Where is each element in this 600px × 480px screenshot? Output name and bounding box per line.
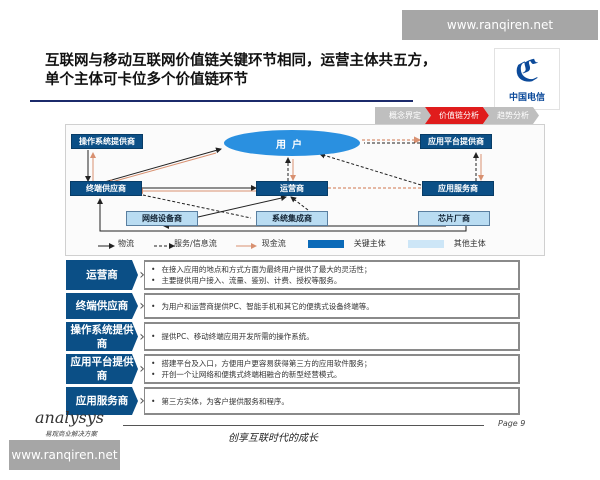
table-row: 运营商 › 在接入应用的地点和方式方面为最终用户提供了最大的灵活性； 主要提供用… <box>66 260 520 290</box>
china-telecom-logo: ℭ 中国电信 <box>494 48 560 110</box>
title-line-2: 单个主体可卡位多个价值链环节 <box>45 72 248 88</box>
diagram-legend: 物流 服务/信息流 现金流 关键主体 其他主体 <box>96 238 508 249</box>
watermark-top: www.ranqiren.net <box>402 10 598 40</box>
tab-concept[interactable]: 概念界定 <box>375 107 431 124</box>
row-content: 搭建平台及入口，方便用户更容易获得第三方的应用软件服务； 开创一个让网络和便携式… <box>144 354 520 384</box>
node-chip-maker: 芯片厂商 <box>418 211 490 226</box>
legend-logistics: 物流 <box>118 239 134 248</box>
node-app-platform: 应用平台提供商 <box>420 134 492 149</box>
telecom-logo-icon: ℭ <box>514 53 540 89</box>
node-network-equipment: 网络设备商 <box>126 211 198 226</box>
row-content: 为用户和运营商提供PC、智能手机和其它的便携式设备终端等。 <box>144 293 520 319</box>
row-label: 终端供应商 <box>66 293 138 319</box>
other-swatch <box>407 239 444 248</box>
row-label: 应用服务商 <box>66 387 138 415</box>
analysys-logo: analysys 易观商业解决方案 <box>35 408 104 438</box>
chevron-right-icon: › <box>139 393 145 409</box>
brand-subtitle: 易观商业解决方案 <box>45 430 97 438</box>
node-operator: 运营商 <box>256 181 328 196</box>
node-system-integrator: 系统集成商 <box>256 211 328 226</box>
row-content: 第三方实体，为客户提供服务和程序。 <box>144 387 520 415</box>
user-node: 用户 <box>224 130 360 156</box>
entity-table: 运营商 › 在接入应用的地点和方式方面为最终用户提供了最大的灵活性； 主要提供用… <box>66 260 520 418</box>
title-divider <box>30 100 413 102</box>
chevron-right-icon: › <box>139 361 145 377</box>
chevron-right-icon: › <box>139 267 145 283</box>
tab-value-chain[interactable]: 价值链分析 <box>425 107 489 124</box>
brand-name: analysys <box>35 408 104 427</box>
section-nav: 概念界定 价值链分析 趋势分析 <box>375 107 539 124</box>
row-label: 运营商 <box>66 260 138 290</box>
key-swatch <box>307 239 344 248</box>
footer-divider <box>123 425 484 426</box>
node-os-provider: 操作系统提供商 <box>71 134 143 149</box>
logo-text: 中国电信 <box>508 92 545 103</box>
page-title: 互联网与移动互联网价值链关键环节相同，运营主体共五方， 单个主体可卡位多个价值链… <box>45 52 445 90</box>
tab-trend[interactable]: 趋势分析 <box>483 107 539 124</box>
legend-other-entity: 其他主体 <box>407 238 486 249</box>
flow-arrows <box>85 136 484 249</box>
title-line-1: 互联网与移动互联网价值链关键环节相同，运营主体共五方， <box>45 53 437 69</box>
legend-cash: 现金流 <box>261 239 286 248</box>
chevron-right-icon: › <box>139 298 145 314</box>
chevron-right-icon: › <box>139 328 145 345</box>
legend-service-info: 服务/信息流 <box>174 239 217 248</box>
row-content: 提供PC、移动终端应用开发所需的操作系统。 <box>144 322 520 351</box>
page-number: Page 9 <box>498 419 526 428</box>
table-row: 操作系统提供商 › 提供PC、移动终端应用开发所需的操作系统。 <box>66 322 520 351</box>
table-row: 应用服务商 › 第三方实体，为客户提供服务和程序。 <box>66 387 520 415</box>
footer-slogan: 创享互联时代的成长 <box>228 433 318 444</box>
node-app-service: 应用服务商 <box>422 181 494 196</box>
row-label: 操作系统提供商 <box>66 322 138 351</box>
value-chain-diagram: 用户 操作系统提供商 终端供应商 运营商 应用平台提供商 应用服务商 网络设备商… <box>65 124 545 256</box>
node-terminal-provider: 终端供应商 <box>70 181 142 196</box>
row-label: 应用平台提供商 <box>66 354 138 384</box>
table-row: 应用平台提供商 › 搭建平台及入口，方便用户更容易获得第三方的应用软件服务； 开… <box>66 354 520 384</box>
table-row: 终端供应商 › 为用户和运营商提供PC、智能手机和其它的便携式设备终端等。 <box>66 293 520 319</box>
row-content: 在接入应用的地点和方式方面为最终用户提供了最大的灵活性； 主要提供用户接入、流量… <box>144 260 520 290</box>
watermark-bottom: www.ranqiren.net <box>9 440 120 470</box>
legend-key-entity: 关键主体 <box>307 238 386 249</box>
